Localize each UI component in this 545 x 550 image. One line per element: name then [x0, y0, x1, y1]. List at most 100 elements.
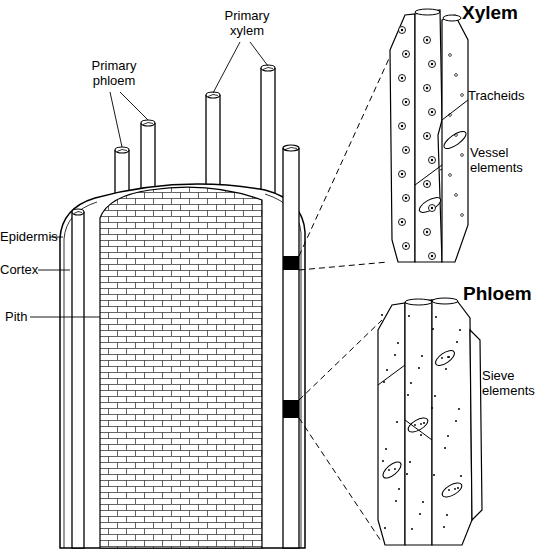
cytoplasm-dot: [443, 526, 445, 528]
part-label: Sieve elements: [482, 368, 544, 398]
perforation-plate: [441, 128, 468, 151]
bordered-pit: [403, 51, 410, 58]
part-label: Epidermis: [0, 229, 60, 244]
pit-aperture: [426, 87, 428, 89]
cytoplasm-dot: [447, 435, 449, 437]
cytoplasm-dot: [435, 316, 437, 318]
cytoplasm-dot: [421, 355, 423, 357]
end-wall: [442, 100, 468, 120]
cytoplasm-dot: [398, 488, 400, 490]
bordered-pit: [429, 205, 436, 212]
cytoplasm-dot: [381, 314, 383, 316]
cytoplasm-dot: [422, 501, 424, 503]
cytoplasm-dot: [431, 407, 433, 409]
small-pit: [461, 94, 464, 97]
panel-heading: Phloem: [463, 283, 543, 305]
bordered-pit: [424, 37, 431, 44]
cytoplasm-dot: [457, 487, 459, 489]
sieve-plate: [433, 348, 457, 369]
cytoplasm-dot: [423, 422, 425, 424]
sieve-plate: [406, 415, 430, 435]
pit-aperture: [405, 149, 407, 151]
cytoplasm-dot: [445, 368, 447, 370]
cytoplasm-dot: [420, 434, 422, 436]
sieve-pore: [414, 424, 416, 426]
part-label: Pith: [5, 309, 45, 324]
small-pit: [449, 114, 452, 117]
phloem-segment: [283, 400, 299, 418]
pit-aperture: [401, 77, 403, 79]
sieve-plate: [380, 459, 403, 481]
pit-aperture: [405, 245, 407, 247]
bundle-end: [115, 147, 129, 153]
cytoplasm-dot: [433, 474, 435, 476]
cytoplasm-dot: [395, 500, 397, 502]
cytoplasm-dot: [455, 420, 457, 422]
cytoplasm-dot: [458, 408, 460, 410]
xylem-cell: [390, 14, 415, 262]
cytoplasm-dot: [407, 394, 409, 396]
pit-aperture: [401, 29, 403, 31]
bordered-pit: [399, 27, 406, 34]
pit-aperture: [405, 101, 407, 103]
pit-aperture: [426, 135, 428, 137]
phloem-cell: [432, 300, 472, 545]
cytoplasm-dot: [419, 513, 421, 515]
bordered-pit: [424, 85, 431, 92]
part-label: Tracheids: [468, 88, 543, 103]
cytoplasm-dot: [456, 341, 458, 343]
bundle-boundary: [74, 211, 82, 213]
sieve-tube-end: [405, 299, 432, 305]
sieve-pore: [388, 469, 390, 471]
cytoplasm-dot: [408, 315, 410, 317]
cytoplasm-dot: [418, 367, 420, 369]
bundle-end: [72, 209, 84, 215]
bundle-boundary: [117, 149, 127, 151]
bundle-end: [141, 120, 155, 126]
zoom-line: [299, 320, 382, 400]
stem-illustration: [30, 9, 482, 548]
small-pit: [461, 154, 464, 157]
cytoplasm-dot: [397, 342, 399, 344]
pit-aperture: [401, 173, 403, 175]
perforation-plate: [417, 195, 443, 216]
sieve-pore: [448, 489, 450, 491]
small-pit: [455, 74, 458, 77]
leader-line: [250, 42, 268, 66]
cytoplasm-dot: [386, 369, 388, 371]
cytoplasm-dot: [434, 395, 436, 397]
cytoplasm-dot: [432, 328, 434, 330]
pit-aperture: [431, 111, 433, 113]
leader-line: [120, 92, 148, 120]
cytoplasm-dot: [382, 460, 384, 462]
bordered-pit: [429, 61, 436, 68]
pit-aperture: [405, 197, 407, 199]
epidermis-layer: [64, 202, 97, 548]
cytoplasm-dot: [460, 475, 462, 477]
sieve-pore: [441, 357, 443, 359]
bordered-pit: [399, 123, 406, 130]
part-label: Primary xylem: [217, 8, 277, 38]
bordered-pit: [399, 171, 406, 178]
bordered-pit: [403, 195, 410, 202]
part-label: Vessel elements: [470, 145, 536, 175]
pit-aperture: [426, 231, 428, 233]
pit-aperture: [431, 63, 433, 65]
pit-aperture: [426, 39, 428, 41]
part-label: Primary phloem: [83, 58, 145, 88]
vascular-bundle: [283, 148, 299, 548]
leader-line: [30, 317, 100, 318]
bordered-pit: [403, 99, 410, 106]
bordered-pit: [429, 157, 436, 164]
xylem-segment: [283, 256, 299, 270]
bordered-pit: [424, 181, 431, 188]
leader-line: [213, 42, 240, 93]
bundle-boundary: [285, 147, 297, 149]
vessel-opening: [415, 9, 440, 15]
sieve-pore: [394, 468, 396, 470]
zoom-line: [299, 262, 388, 270]
pit-aperture: [405, 53, 407, 55]
bordered-pit: [403, 147, 410, 154]
small-pit: [455, 194, 458, 197]
